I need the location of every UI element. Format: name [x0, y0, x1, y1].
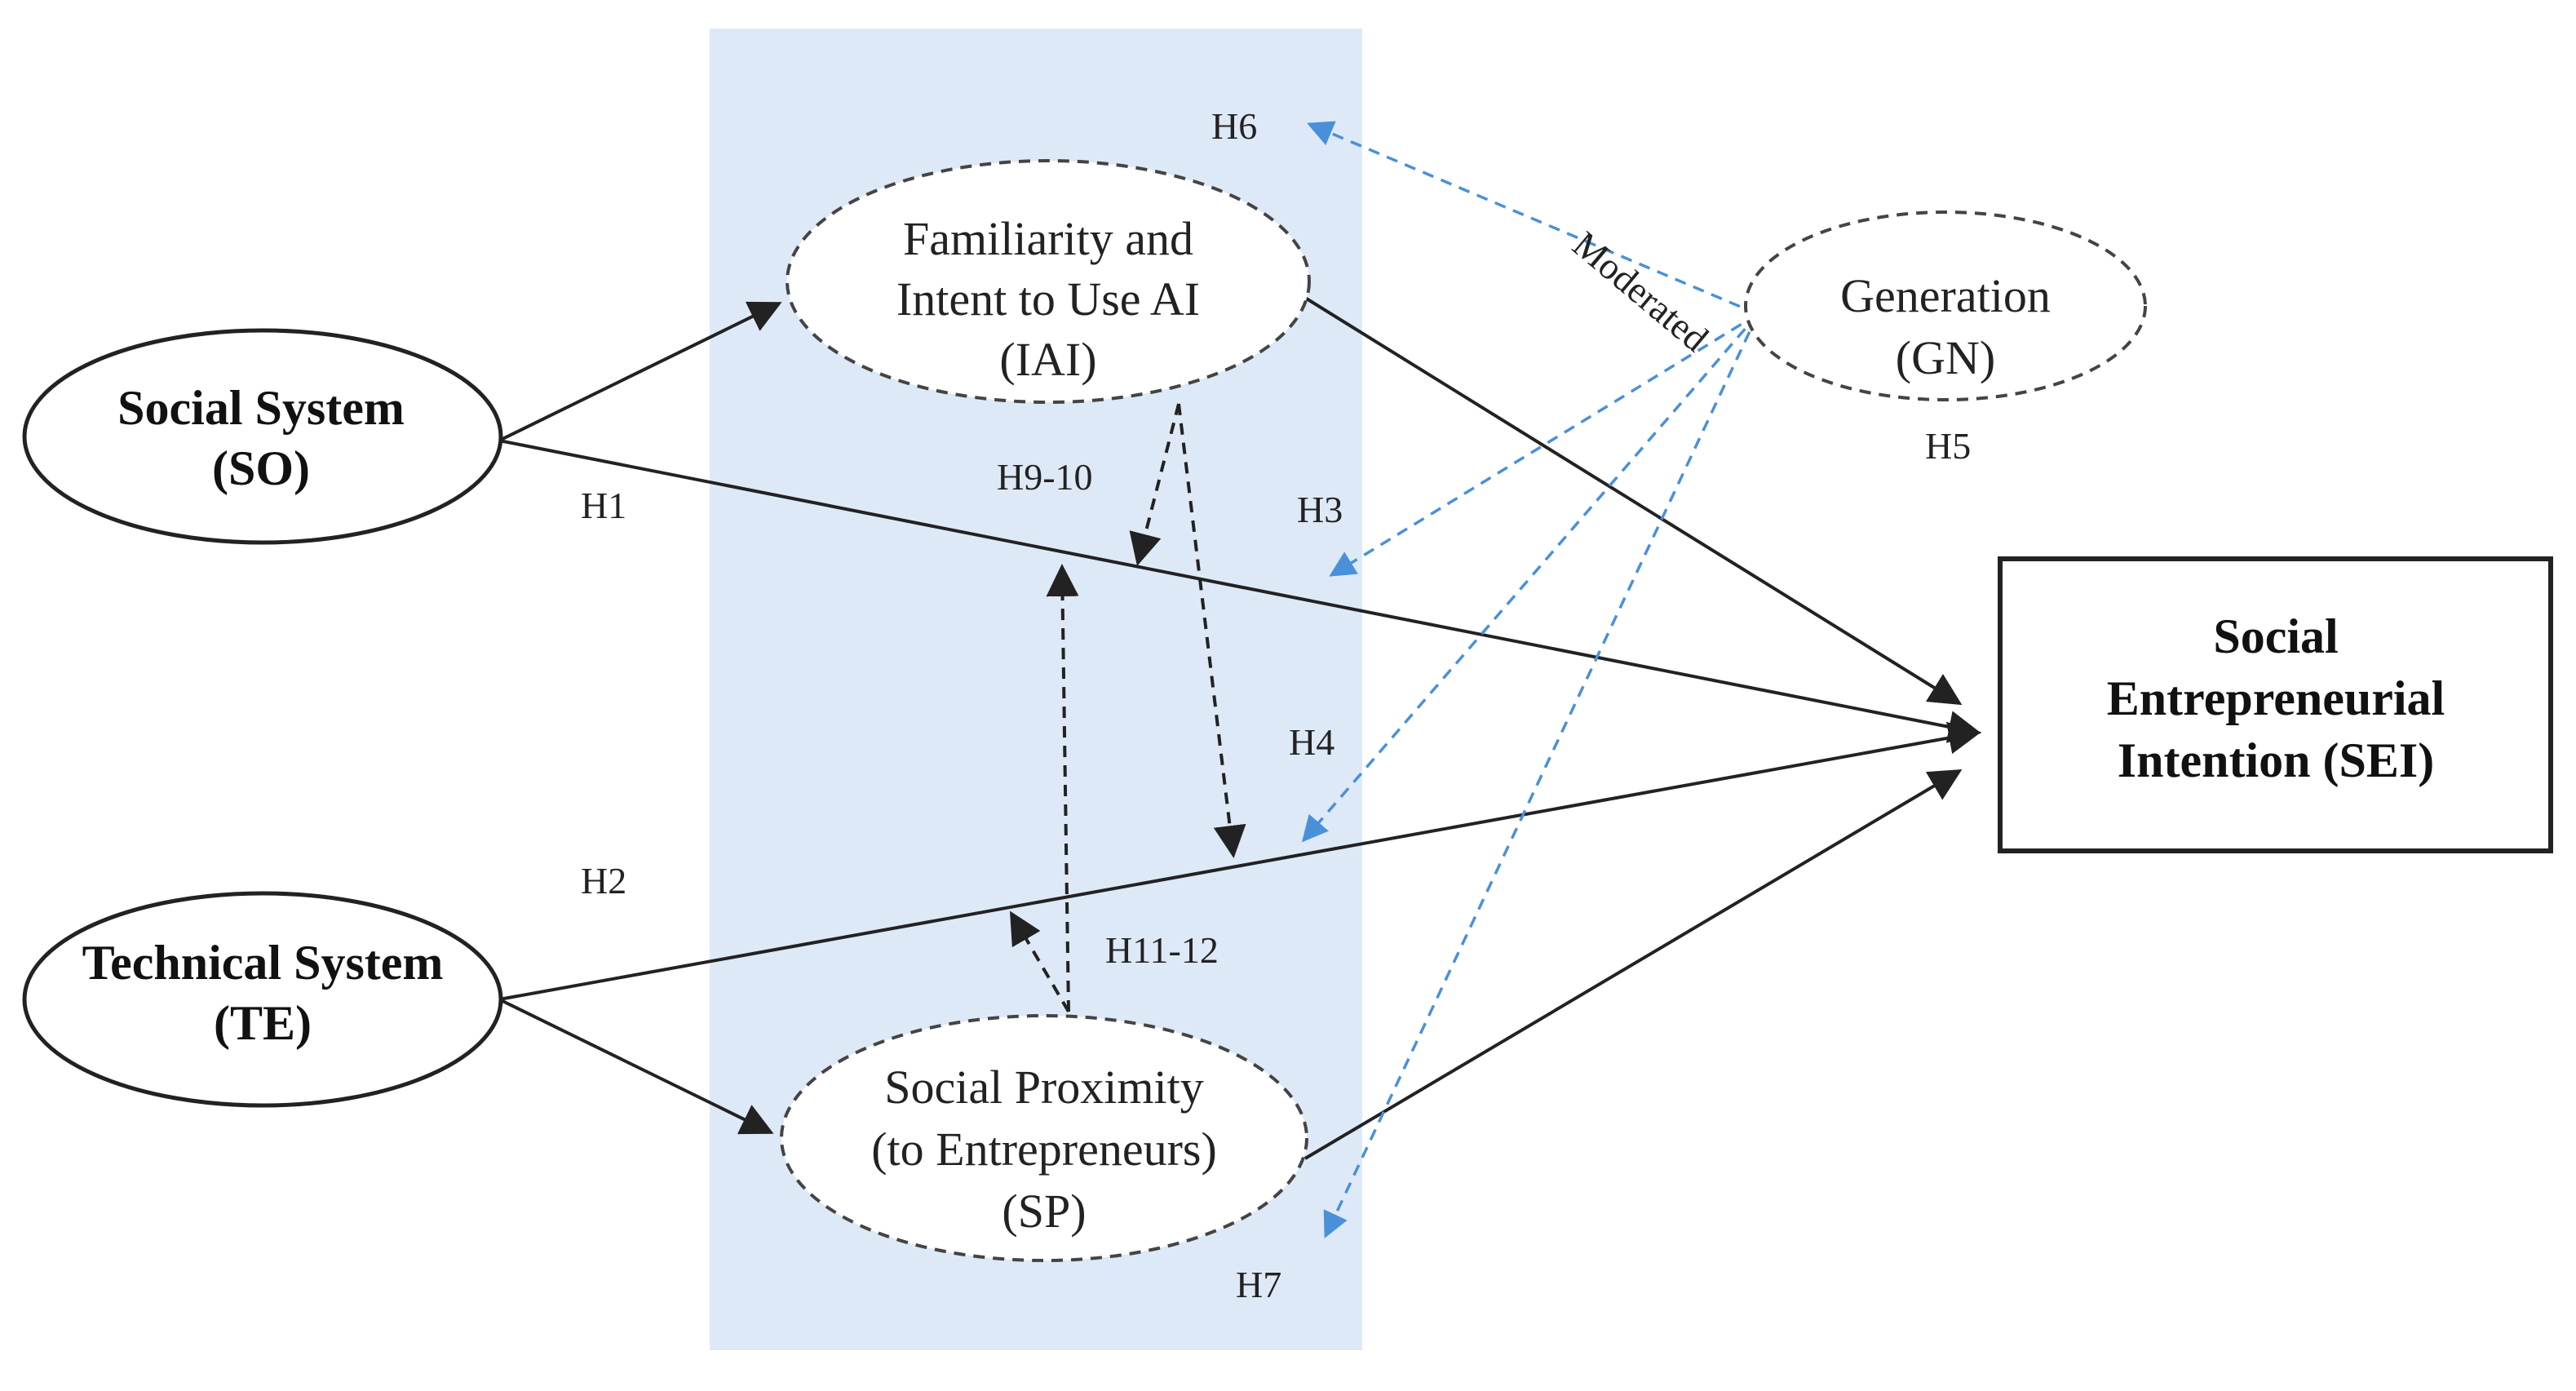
- node-generation-line1: Generation: [1840, 269, 2051, 322]
- label-h7: H7: [1236, 1264, 1281, 1305]
- path-so-iai: [498, 301, 782, 442]
- node-social-system-line2: (SO): [212, 441, 310, 495]
- node-social-system-shape: [22, 328, 503, 545]
- node-social-system: Social System (SO): [22, 328, 503, 545]
- node-technical-system-line1: Technical System: [82, 936, 444, 990]
- node-sei: Social Entrepreneurial Intention (SEI): [1998, 556, 2553, 853]
- node-generation-shape: [1744, 210, 2147, 401]
- node-sei-line2: Entrepreneurial: [2107, 671, 2445, 725]
- node-sp: Social Proximity (to Entrepreneurs) (SP): [780, 1014, 1308, 1262]
- direct-paths: [498, 296, 1981, 1160]
- node-sp-shape: [780, 1014, 1308, 1262]
- label-h6: H6: [1211, 105, 1257, 147]
- path-iai-h9-a: [1129, 403, 1180, 566]
- node-technical-system: Technical System (TE): [22, 891, 503, 1108]
- moderation-paths: [1301, 121, 1759, 1238]
- node-generation: Generation (GN): [1744, 210, 2147, 401]
- node-social-system-line1: Social System: [117, 381, 405, 435]
- label-h5: H5: [1925, 425, 1971, 467]
- path-te-sei: [498, 721, 1981, 1001]
- path-sp-h11-a: [1046, 564, 1079, 1012]
- node-iai-line1: Familiarity and: [903, 212, 1193, 265]
- node-sp-line1: Social Proximity: [884, 1061, 1204, 1114]
- path-te-sp: [498, 998, 774, 1135]
- node-technical-system-line2: (TE): [214, 996, 312, 1050]
- label-h2: H2: [581, 860, 626, 901]
- label-h9-10: H9-10: [997, 456, 1093, 498]
- mod-h4: [1301, 312, 1759, 843]
- label-h1: H1: [581, 485, 626, 526]
- node-sp-line3: (SP): [1002, 1185, 1086, 1238]
- node-iai-line3: (IAI): [999, 333, 1096, 386]
- label-h11-12: H11-12: [1105, 929, 1219, 971]
- mediation-paths: [1009, 403, 1246, 1013]
- node-sei-line3: Intention (SEI): [2118, 733, 2434, 787]
- path-sp-sei: [1303, 769, 1963, 1160]
- path-so-sei: [498, 439, 1981, 743]
- node-sei-line1: Social: [2213, 609, 2338, 663]
- node-generation-line2: (GN): [1896, 331, 1995, 384]
- label-moderated: Moderated: [1565, 224, 1716, 360]
- node-sei-shape: [1998, 556, 2553, 853]
- label-h3: H3: [1297, 489, 1343, 530]
- node-sp-line2: (to Entrepreneurs): [871, 1123, 1217, 1176]
- path-iai-sei: [1303, 296, 1963, 706]
- mod-h6: [1307, 121, 1759, 316]
- node-technical-system-shape: [22, 891, 503, 1108]
- mod-h7: [1323, 313, 1759, 1238]
- path-iai-h9-b: [1177, 403, 1246, 858]
- node-iai-line2: Intent to Use AI: [896, 272, 1200, 326]
- mod-h3: [1329, 312, 1759, 577]
- node-iai-shape: [786, 159, 1311, 404]
- node-iai: Familiarity and Intent to Use AI (IAI): [786, 159, 1311, 404]
- label-h4: H4: [1289, 721, 1334, 763]
